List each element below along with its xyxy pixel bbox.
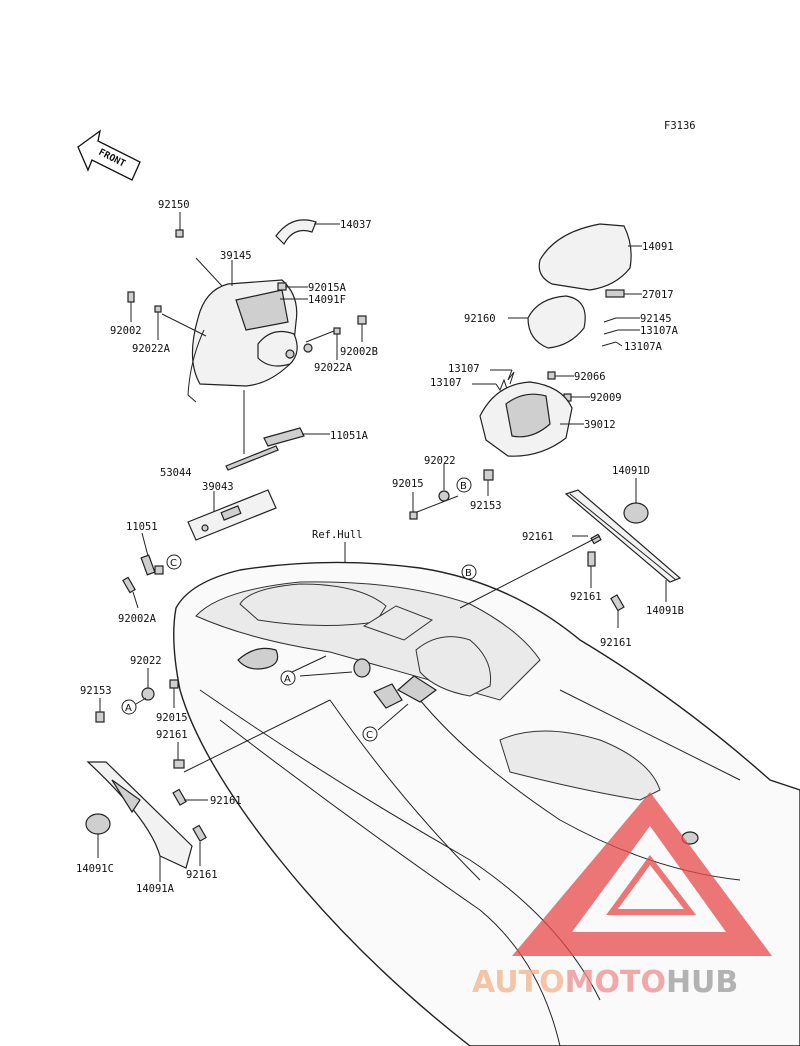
- svg-text:C: C: [366, 730, 373, 741]
- part-11051A-shape: [263, 427, 305, 447]
- hull: [173, 535, 800, 1046]
- label-14037: 14037: [340, 219, 372, 231]
- part-92015A-shape: [277, 282, 287, 291]
- callout-C-hull: C: [362, 726, 378, 742]
- label-39012: 39012: [584, 419, 616, 431]
- label-92022A-left: 92022A: [132, 343, 171, 355]
- svg-text:B: B: [460, 481, 467, 492]
- label-92161-r1: 92161: [522, 531, 554, 543]
- label-14091D: 14091D: [612, 465, 650, 477]
- front-arrow-icon: FRONT: [77, 129, 141, 181]
- part-92002-shape: [127, 291, 135, 303]
- label-92153-mid: 92153: [470, 500, 502, 512]
- label-ref-hull: Ref.Hull: [312, 529, 363, 541]
- part-14091B-shape: [564, 489, 682, 583]
- part-92066-shape: [547, 371, 556, 380]
- watermark-triangle-icon: [512, 792, 772, 956]
- label-92009: 92009: [590, 392, 622, 404]
- part-92160-shape: [527, 295, 586, 349]
- watermark-logo: AUTOMOTOHUB: [472, 792, 772, 1000]
- part-14091C-shape: [85, 813, 111, 835]
- label-92160: 92160: [464, 313, 496, 325]
- label-39043: 39043: [202, 481, 234, 493]
- callout-A-left: A: [121, 699, 137, 715]
- label-11051A: 11051A: [330, 430, 369, 442]
- part-92150-shape: [175, 229, 184, 238]
- label-92161-l3: 92161: [186, 869, 218, 881]
- label-92161-r3: 92161: [600, 637, 632, 649]
- label-13107-2: 13107: [430, 377, 462, 389]
- label-92153-left: 92153: [80, 685, 112, 697]
- side-strip-left: [85, 668, 331, 882]
- label-14091F: 14091F: [308, 294, 346, 306]
- label-14091: 14091: [642, 241, 674, 253]
- part-14091D-shape: [623, 502, 649, 524]
- part-14037-shape: [275, 219, 317, 245]
- label-14091A: 14091A: [136, 883, 175, 895]
- label-92161-l1: 92161: [156, 729, 188, 741]
- label-92015-left: 92015: [156, 712, 188, 724]
- storage-cover-group: [409, 223, 642, 520]
- label-14091C: 14091C: [76, 863, 114, 875]
- label-92002B: 92002B: [340, 346, 378, 358]
- label-53044: 53044: [160, 467, 192, 479]
- part-14091A-shape: [86, 761, 193, 869]
- watermark-text: AUTOMOTOHUB: [472, 965, 738, 1000]
- label-92022A-right: 92022A: [314, 362, 353, 374]
- callout-C-upper: C: [166, 554, 182, 570]
- side-strip-right: [564, 478, 682, 628]
- label-27017: 27017: [642, 289, 674, 301]
- svg-text:B: B: [465, 568, 472, 579]
- label-92002: 92002: [110, 325, 142, 337]
- callout-B-hull: B: [461, 564, 477, 580]
- label-92015A-top: 92015A: [308, 282, 347, 294]
- label-92066: 92066: [574, 371, 606, 383]
- part-53044-shape: [225, 445, 279, 471]
- figure-code: F3136: [664, 120, 696, 132]
- callout-B-upper: B: [456, 477, 472, 493]
- svg-text:A: A: [125, 703, 132, 714]
- part-labels: 92150 14037 39145 92015A 14091F 92002 92…: [76, 199, 684, 895]
- label-92161-l2: 92161: [210, 795, 242, 807]
- svg-text:C: C: [170, 558, 177, 569]
- label-13107A-2: 13107A: [624, 341, 663, 353]
- label-92150: 92150: [158, 199, 190, 211]
- instrument-cover-group: [122, 212, 367, 609]
- part-27017-shape: [605, 289, 625, 298]
- label-92022-left: 92022: [130, 655, 162, 667]
- label-92002A: 92002A: [118, 613, 157, 625]
- label-13107-1: 13107: [448, 363, 480, 375]
- label-92022-mid: 92022: [424, 455, 456, 467]
- part-11051-shape: [140, 554, 156, 576]
- label-92145: 92145: [640, 313, 672, 325]
- callout-A-hull: A: [280, 670, 296, 686]
- label-11051: 11051: [126, 521, 158, 533]
- part-92002B-shape: [357, 315, 367, 325]
- svg-text:A: A: [284, 674, 291, 685]
- label-13107A-1: 13107A: [640, 325, 679, 337]
- part-14091-shape: [538, 223, 632, 291]
- label-14091B: 14091B: [646, 605, 684, 617]
- label-92161-r2: 92161: [570, 591, 602, 603]
- label-39145: 39145: [220, 250, 252, 262]
- label-92015-mid: 92015: [392, 478, 424, 490]
